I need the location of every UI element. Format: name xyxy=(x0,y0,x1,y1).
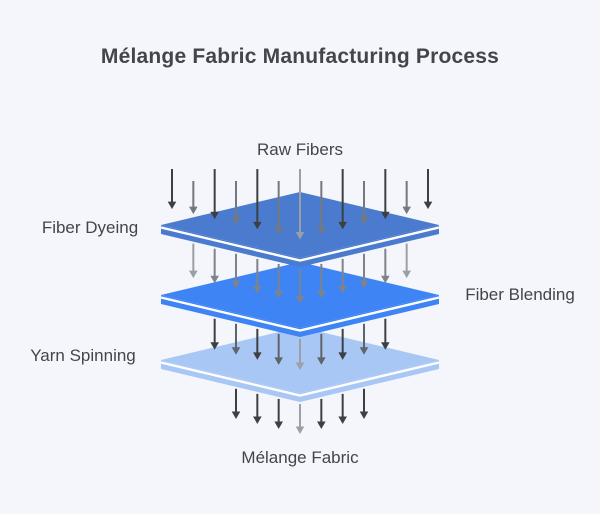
flow-arrow xyxy=(295,169,305,240)
flow-arrow xyxy=(317,263,326,299)
flow-arrow xyxy=(253,328,262,360)
stage-label-blending: Fiber Blending xyxy=(465,285,575,304)
flow-arrow xyxy=(359,253,369,289)
flow-arrow xyxy=(359,388,369,419)
flow-arrow xyxy=(210,169,219,220)
flow-arrow xyxy=(295,404,305,434)
flow-arrow xyxy=(338,258,347,294)
flow-arrow xyxy=(359,181,369,225)
flow-arrow xyxy=(295,339,305,370)
flow-arrow xyxy=(210,318,219,350)
flow-arrow xyxy=(317,181,326,235)
flow-arrow xyxy=(253,169,262,230)
flow-arrow xyxy=(423,169,433,210)
stage-label-dyeing: Fiber Dyeing xyxy=(41,218,139,237)
flow-arrow xyxy=(253,393,262,424)
output-label: Mélange Fabric xyxy=(241,448,359,467)
flow-arrow xyxy=(317,398,326,429)
flow-arrow xyxy=(189,181,198,215)
flow-arrow xyxy=(402,243,411,279)
flow-arrow xyxy=(295,269,305,304)
page-title: Mélange Fabric Manufacturing Process xyxy=(100,45,500,68)
flow-arrow xyxy=(253,258,262,294)
flow-arrow xyxy=(231,253,241,289)
stage-label-spinning: Yarn Spinning xyxy=(30,346,136,365)
flow-arrow xyxy=(381,248,390,284)
flow-arrows xyxy=(167,169,433,434)
flow-arrow xyxy=(338,328,347,360)
flow-arrow xyxy=(381,169,390,220)
flow-arrow xyxy=(338,169,347,230)
flow-arrow xyxy=(210,248,219,284)
flow-arrow xyxy=(231,181,241,225)
flow-arrow xyxy=(189,243,198,279)
flow-arrow xyxy=(338,393,347,424)
flow-arrow xyxy=(317,333,326,365)
input-label: Raw Fibers xyxy=(257,140,343,159)
flow-arrow xyxy=(274,333,283,365)
flow-arrow xyxy=(274,263,283,299)
flow-arrow xyxy=(167,169,177,210)
flow-arrow xyxy=(231,388,241,419)
flow-arrow xyxy=(274,181,283,235)
flow-arrow xyxy=(359,323,369,355)
flow-arrow xyxy=(231,323,241,355)
flow-arrow xyxy=(274,398,283,429)
flow-arrow xyxy=(381,318,390,350)
flow-arrow xyxy=(402,181,411,215)
